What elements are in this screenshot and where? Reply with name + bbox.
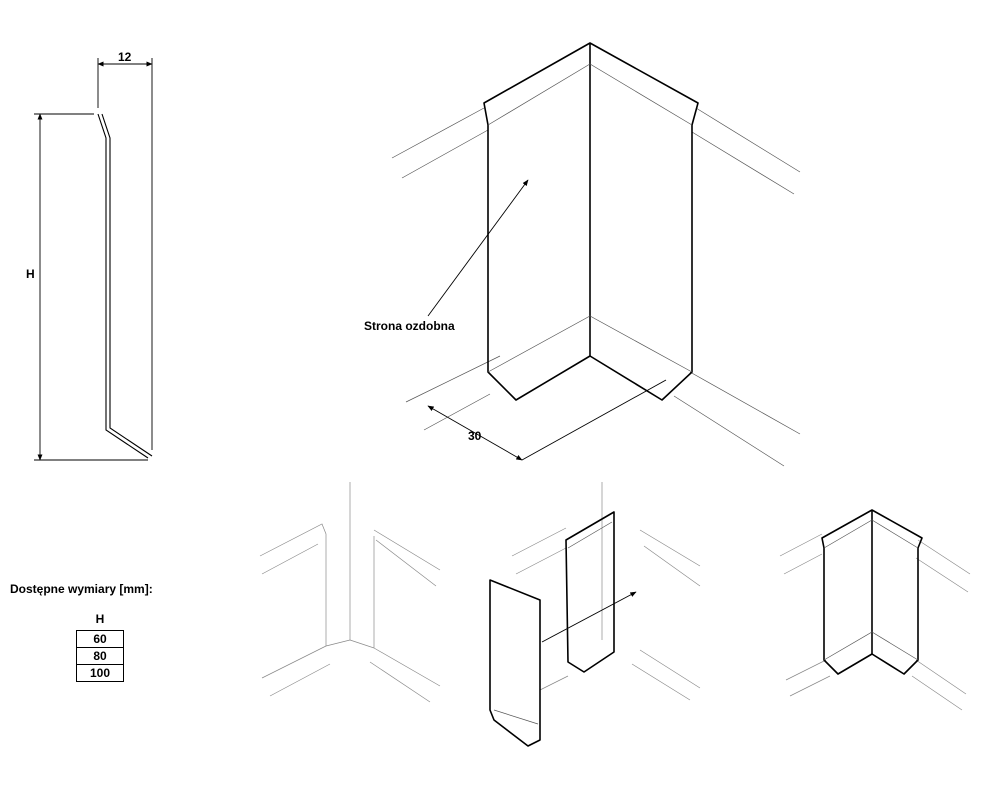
size-value: 60: [76, 630, 124, 648]
available-sizes-table: 60 80 100: [76, 630, 124, 682]
corner-main-view: 30 Strona ozdobna: [364, 42, 801, 467]
step-3-mounted-corner: [779, 509, 971, 711]
profile-cross-section: 12 H: [26, 50, 153, 461]
depth-dimension-label: 30: [468, 429, 482, 443]
step-1-bare-corner: [259, 482, 441, 703]
right-skirting-step3: [911, 539, 971, 711]
left-skirting-step1: [259, 523, 351, 697]
front-cap-piece: [489, 579, 541, 747]
left-skirting-step2: [511, 527, 569, 691]
back-cap-piece: [565, 511, 615, 673]
sizes-column-header: H: [95, 612, 105, 626]
mounting-arrow: [541, 591, 637, 643]
mounted-cap-inner-lines: [823, 519, 919, 661]
left-wall-skirting: [391, 107, 501, 431]
step-2-mounting: [489, 482, 701, 747]
decorative-side-leader: [427, 179, 529, 317]
width-dimension-label: 12: [118, 50, 132, 64]
height-dimension-label: H: [26, 267, 35, 281]
table-row: 100: [76, 664, 124, 682]
front-cap-inner-line: [493, 709, 539, 725]
available-sizes-title: Dostępne wymiary [mm]:: [10, 582, 153, 596]
size-value: 80: [76, 647, 124, 665]
table-row: 80: [76, 647, 124, 665]
depth-extension-line: [521, 379, 667, 461]
right-wall-skirting: [673, 107, 801, 467]
back-cap-inner-line: [567, 521, 613, 549]
profile-outline: [97, 113, 153, 459]
size-value: 100: [76, 664, 124, 682]
corner-cap-inner-lines: [487, 63, 693, 373]
corner-cap-outline: [483, 42, 699, 401]
decorative-side-annotation: Strona ozdobna: [364, 319, 455, 333]
depth-dimension-line: [427, 405, 523, 461]
table-row: 60: [76, 630, 124, 648]
left-skirting-step3: [779, 533, 831, 697]
mounted-cap-outline: [821, 509, 923, 675]
right-skirting-step2: [631, 529, 701, 701]
right-skirting-step1: [349, 529, 441, 703]
